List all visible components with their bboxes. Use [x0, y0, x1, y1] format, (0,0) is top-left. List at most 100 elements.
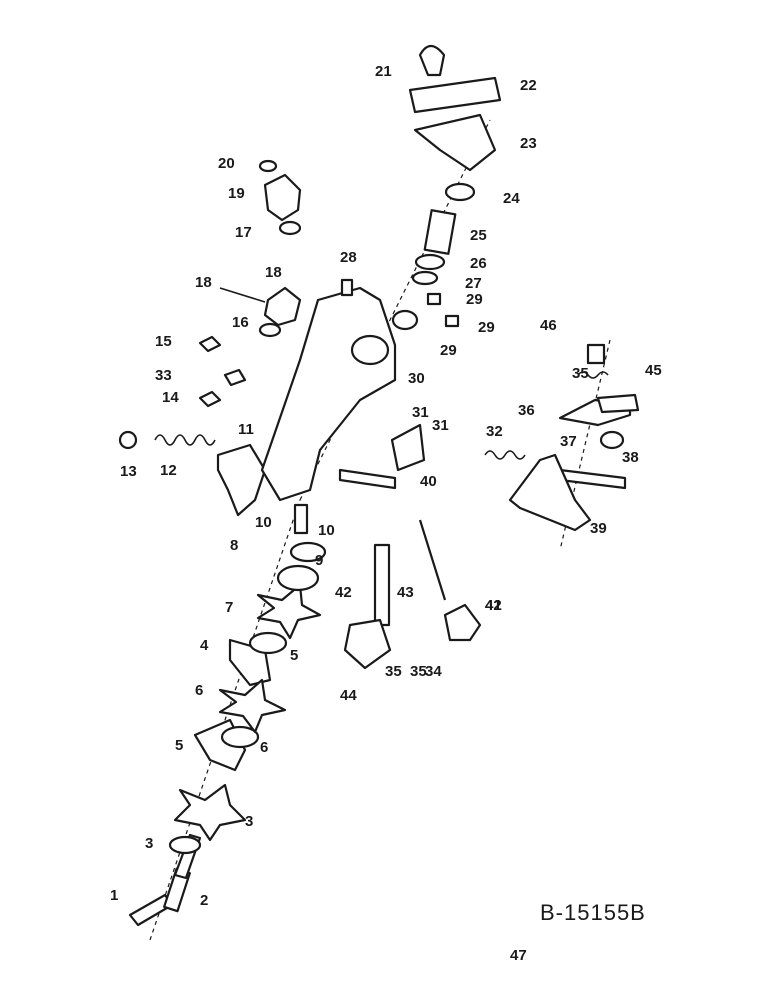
part-callout-29: 29	[478, 319, 495, 336]
part-callout-12: 12	[160, 462, 177, 479]
part-callout-18: 18	[265, 264, 282, 281]
part-callout-33: 33	[155, 367, 172, 384]
part-callout-5: 5	[290, 647, 298, 664]
part-callout-27: 27	[465, 275, 482, 292]
plate-24	[408, 76, 502, 114]
part-callout-6: 6	[260, 739, 268, 756]
part-callout-28: 28	[340, 249, 357, 266]
drawing-code: B-15155B	[540, 900, 646, 925]
part-callout-16: 16	[232, 314, 249, 331]
washer-27	[414, 253, 446, 271]
part-callout-4: 4	[200, 637, 209, 654]
part-callout-22: 22	[520, 77, 537, 94]
part-callout-14: 14	[162, 389, 179, 406]
star-plate-4	[173, 783, 247, 842]
part-callout-6: 6	[195, 682, 203, 699]
part-callout-3: 3	[145, 835, 153, 852]
part-callout-23: 23	[520, 135, 537, 152]
shaft-43	[373, 543, 391, 627]
bearing-9	[276, 564, 320, 592]
star-plate-8	[256, 583, 322, 640]
washer-11	[289, 541, 327, 563]
housing-bore	[350, 334, 390, 366]
part-callout-35: 35	[572, 365, 589, 382]
bolt-29-c	[444, 314, 460, 328]
part-callout-20: 20	[218, 155, 235, 172]
hub-35	[343, 618, 392, 670]
part-callout-15: 15	[155, 333, 172, 350]
part-callout-42: 42	[485, 597, 502, 614]
pin-12	[293, 503, 309, 535]
part-callout-44: 44	[340, 687, 357, 704]
part-callout-45: 45	[645, 362, 662, 379]
part-callout-41: 41	[485, 597, 502, 614]
part-callout-5: 5	[175, 737, 183, 754]
part-callout-1: 1	[110, 887, 118, 904]
part-callout-30: 30	[408, 370, 425, 387]
part-callout-38: 38	[622, 449, 639, 466]
washer-6-upper	[248, 631, 288, 655]
part-callout-13: 13	[120, 463, 137, 480]
bracket-40	[508, 453, 592, 532]
washer-3-lower	[168, 835, 202, 855]
star-plate-7	[218, 678, 287, 734]
washer-28	[411, 270, 439, 286]
part-callout-35: 35	[385, 663, 402, 680]
part-callout-40: 40	[420, 473, 437, 490]
bolt-29-b	[426, 292, 442, 306]
part-callout-9: 9	[315, 552, 323, 569]
part-callout-19: 19	[228, 185, 245, 202]
spring-33	[484, 450, 526, 460]
part-callout-29: 29	[466, 291, 483, 308]
part-callout-43: 43	[397, 584, 414, 601]
gear-21	[263, 173, 302, 222]
part-callout-10: 10	[255, 514, 272, 531]
washer-18-upper	[278, 220, 302, 236]
part-callout-26: 26	[470, 255, 487, 272]
part-callout-35: 35	[410, 663, 427, 680]
part-callout-39: 39	[590, 520, 607, 537]
part-callout-2: 2	[200, 892, 208, 909]
part-callout-17: 17	[235, 224, 252, 241]
spring-14	[154, 434, 216, 446]
lever-13	[216, 443, 267, 517]
part-callout-7: 7	[225, 599, 233, 616]
part-callout-34: 34	[425, 663, 442, 680]
part-callout-25: 25	[470, 227, 487, 244]
bracket-32	[390, 423, 426, 472]
washer-22	[258, 159, 278, 173]
part-callout-29: 29	[440, 342, 457, 359]
part-callout-10: 10	[318, 522, 335, 539]
part-callout-47: 47	[510, 947, 527, 964]
plug-47	[586, 343, 606, 365]
bolt-29-a	[340, 278, 354, 297]
part-callout-18: 18	[195, 274, 212, 291]
part-callout-3: 3	[245, 813, 253, 830]
part-callout-8: 8	[230, 537, 238, 554]
part-callout-31: 31	[432, 417, 449, 434]
part-callout-21: 21	[375, 63, 392, 80]
main-axis-line	[149, 499, 301, 941]
part-callout-31: 31	[412, 404, 429, 421]
part-callout-36: 36	[518, 402, 535, 419]
part-callout-42: 42	[335, 584, 352, 601]
part-callout-37: 37	[560, 433, 577, 450]
shaft-42	[418, 519, 447, 601]
washer-6-lower	[220, 725, 260, 749]
spring-36	[577, 371, 609, 379]
gear-19	[263, 286, 302, 327]
part-callout-32: 32	[486, 423, 503, 440]
knob-23	[418, 44, 446, 77]
bracket-25	[413, 113, 497, 172]
washer-18-lower	[258, 322, 282, 338]
fitting-34	[223, 368, 247, 387]
gear-42	[443, 603, 482, 642]
bolt-41	[338, 468, 397, 490]
bracket-46	[596, 393, 640, 414]
bushing-30	[391, 309, 419, 331]
part-callout-24: 24	[503, 190, 520, 207]
bushing-38	[599, 430, 625, 450]
bolt-39	[558, 468, 627, 490]
